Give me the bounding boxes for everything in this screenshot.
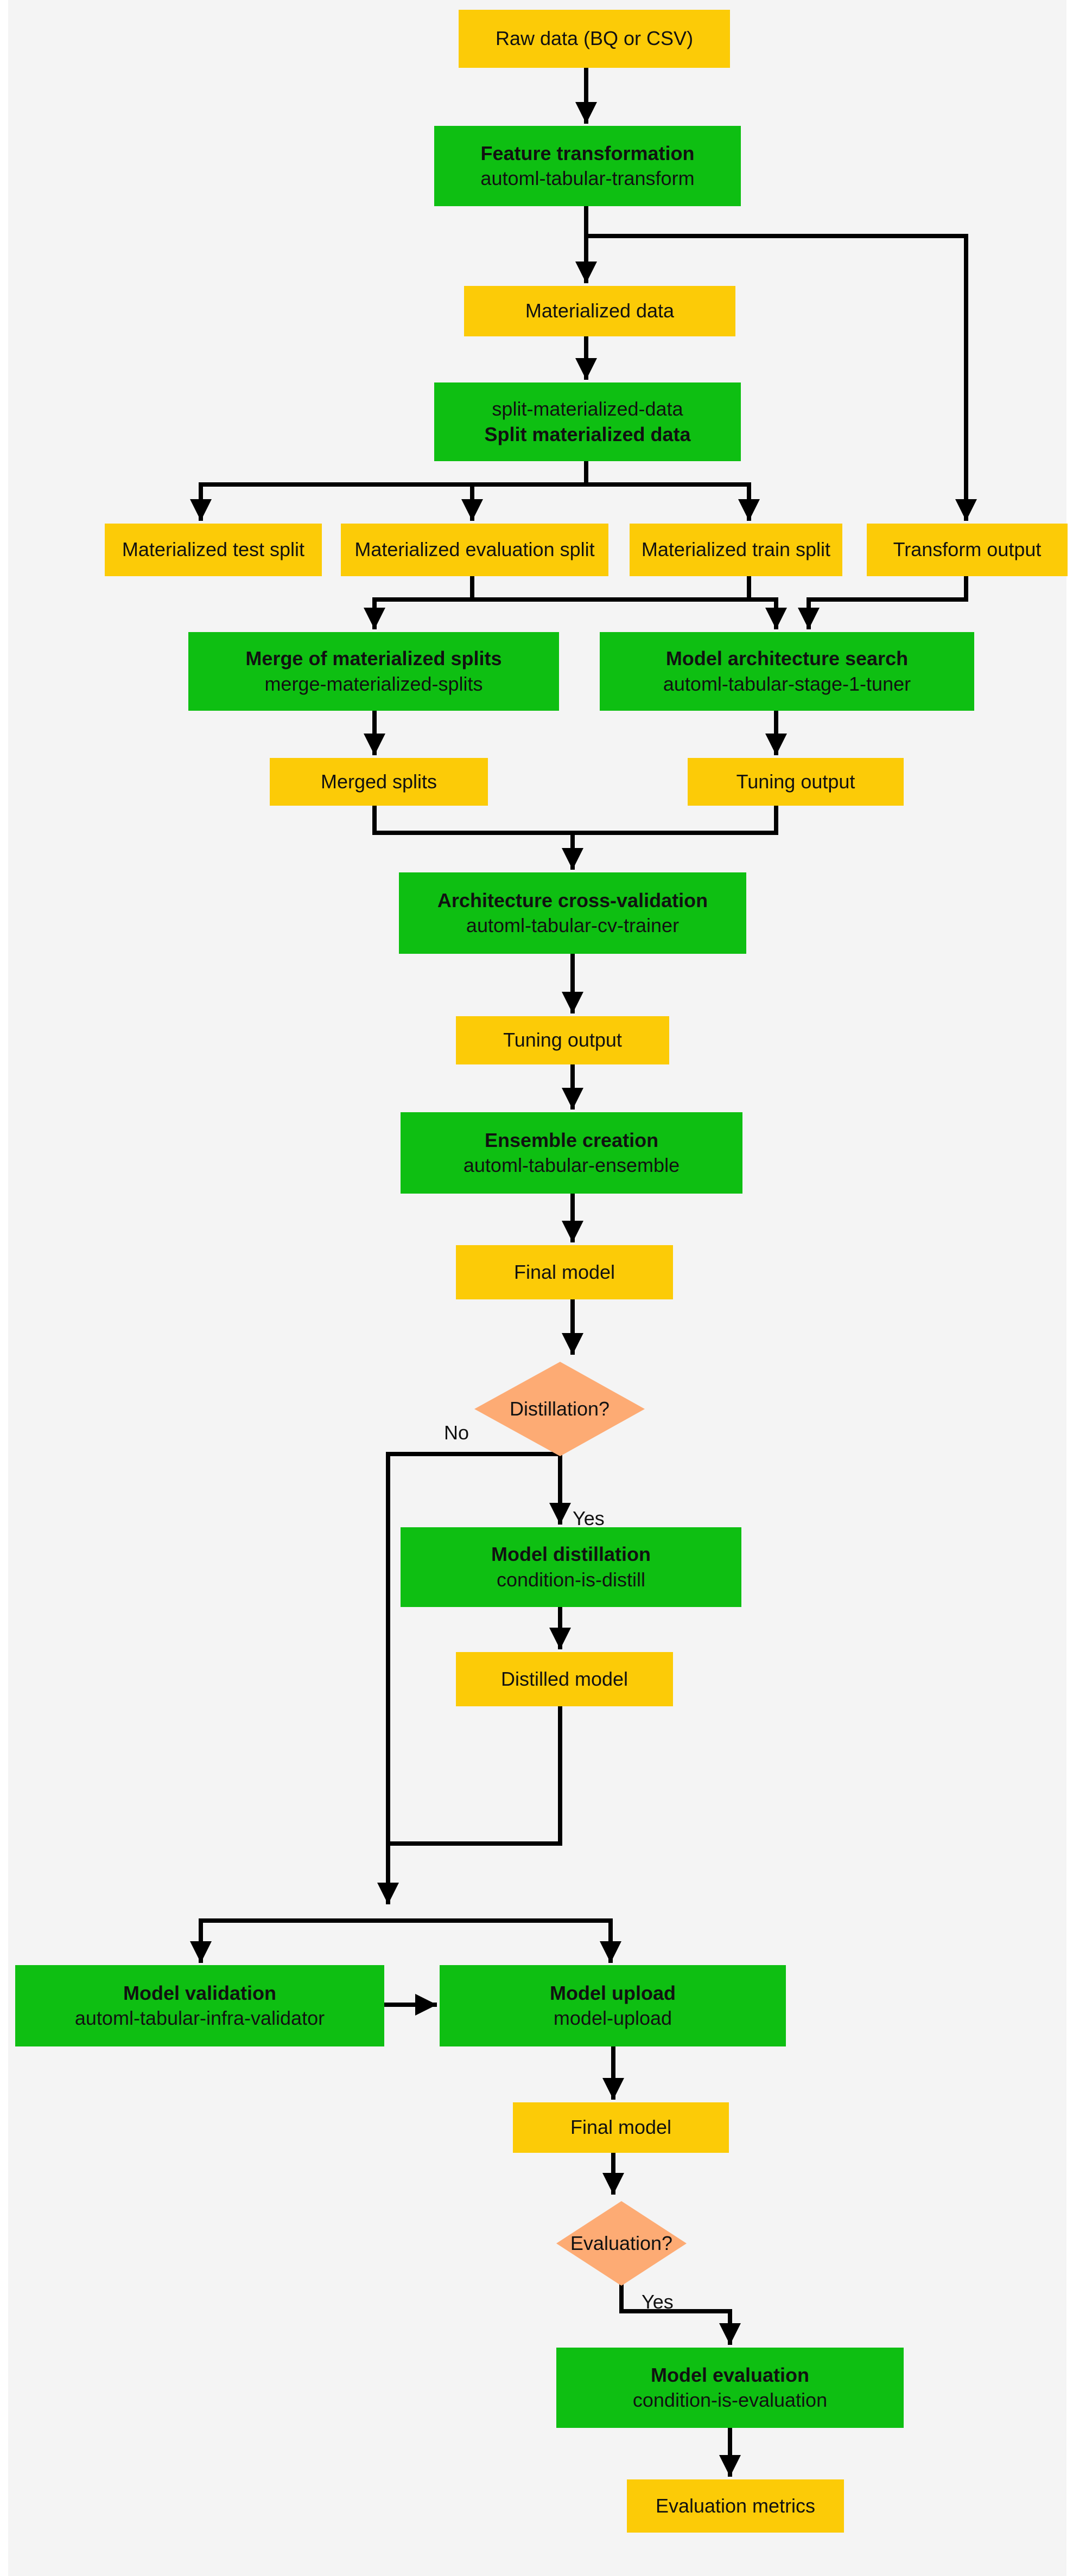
final-model-box-1: Final model — [456, 1245, 673, 1299]
no-branch-label: No — [444, 1421, 469, 1444]
merge-splits-title: Merge of materialized splits — [245, 647, 502, 670]
tuning-output-label-2: Tuning output — [503, 1029, 622, 1051]
edge-distillation-no — [377, 1452, 560, 1904]
test-split-label: Materialized test split — [122, 538, 305, 561]
edge-split-to-train — [586, 482, 760, 521]
distillation-decision-text: Distillation? — [474, 1394, 645, 1424]
edge-eval-to-arch — [472, 597, 787, 629]
transform-output-box: Transform output — [867, 524, 1068, 576]
model-evaluation-component: condition-is-evaluation — [632, 2389, 828, 2411]
tuning-output-box-2: Tuning output — [456, 1016, 669, 1064]
model-validation-component: automl-tabular-infra-validator — [74, 2007, 325, 2029]
model-upload-title: Model upload — [550, 1981, 676, 2004]
split-materialized-title: Split materialized data — [484, 423, 691, 445]
final-model-box-2: Final model — [513, 2102, 729, 2153]
edge-transform-to-arch — [798, 576, 968, 629]
split-materialized-box: split-materialized-data Split materializ… — [434, 382, 741, 461]
feature-transformation-title: Feature transformation — [480, 142, 695, 164]
model-distillation-title: Model distillation — [491, 1543, 651, 1566]
cross-validation-title: Architecture cross-validation — [437, 889, 708, 911]
model-upload-box: Model upload model-upload — [440, 1965, 786, 2046]
arch-search-title: Model architecture search — [665, 647, 909, 670]
distillation-decision-label: Distillation? — [509, 1398, 610, 1420]
feature-transformation-box: Feature transformation automl-tabular-tr… — [434, 126, 741, 206]
transform-output-label: Transform output — [893, 538, 1042, 561]
split-materialized-component: split-materialized-data — [492, 398, 683, 420]
arch-search-component: automl-tabular-stage-1-tuner — [663, 672, 911, 695]
edge-eval-to-merge — [364, 576, 474, 629]
evaluation-metrics-box: Evaluation metrics — [627, 2479, 844, 2533]
train-split-label: Materialized train split — [641, 538, 831, 561]
evaluation-diamond — [556, 2201, 687, 2286]
edge-split-to-test — [190, 461, 588, 521]
materialized-data-label: Materialized data — [525, 299, 675, 322]
raw-data-box: Raw data (BQ or CSV) — [459, 10, 730, 68]
final-model-label-2: Final model — [570, 2116, 672, 2139]
yes-branch-label-2: Yes — [642, 2291, 674, 2313]
train-split-box: Materialized train split — [630, 524, 842, 576]
cross-validation-component: automl-tabular-cv-trainer — [466, 914, 680, 936]
model-distillation-box: Model distillation condition-is-distill — [401, 1527, 741, 1607]
arch-search-box: Model architecture search automl-tabular… — [600, 632, 974, 711]
model-validation-title: Model validation — [123, 1981, 277, 2004]
feature-transformation-component: automl-tabular-transform — [480, 167, 695, 189]
yes-branch-label-1: Yes — [573, 1507, 605, 1529]
edge-merged-to-cv — [372, 806, 778, 835]
ensemble-box: Ensemble creation automl-tabular-ensembl… — [401, 1112, 742, 1194]
model-upload-component: model-upload — [553, 2007, 672, 2029]
model-evaluation-box: Model evaluation condition-is-evaluation — [556, 2348, 904, 2428]
edge-distilled-to-join — [388, 1706, 562, 1846]
eval-split-box: Materialized evaluation split — [341, 524, 608, 576]
tuning-output-label-1: Tuning output — [736, 770, 855, 793]
distillation-diamond — [474, 1362, 645, 1456]
ensemble-title: Ensemble creation — [484, 1128, 659, 1151]
distilled-model-label: Distilled model — [500, 1667, 628, 1690]
raw-data-label: Raw data (BQ or CSV) — [495, 27, 694, 50]
merge-splits-box: Merge of materialized splits merge-mater… — [188, 632, 559, 711]
merged-splits-label: Merged splits — [320, 770, 437, 793]
evaluation-metrics-label: Evaluation metrics — [655, 2494, 816, 2517]
edge-join-to-validation — [190, 1918, 388, 1963]
distilled-model-box: Distilled model — [456, 1652, 673, 1706]
edge-feature-to-transform-output — [586, 234, 977, 521]
merge-splits-component: merge-materialized-splits — [264, 672, 483, 695]
model-distillation-component: condition-is-distill — [496, 1568, 646, 1591]
edge-evaluation-yes — [619, 2276, 741, 2345]
final-model-label-1: Final model — [513, 1260, 615, 1283]
evaluation-decision-text: Evaluation? — [556, 2230, 687, 2257]
test-split-box: Materialized test split — [105, 524, 322, 576]
cross-validation-box: Architecture cross-validation automl-tab… — [399, 872, 746, 954]
eval-split-label: Materialized evaluation split — [354, 538, 595, 561]
materialized-data-box: Materialized data — [464, 286, 735, 336]
edge-join-to-upload — [388, 1918, 621, 1963]
model-evaluation-title: Model evaluation — [650, 2363, 810, 2386]
tuning-output-box-1: Tuning output — [688, 758, 904, 806]
model-validation-box: Model validation automl-tabular-infra-va… — [15, 1965, 384, 2046]
evaluation-decision-label: Evaluation? — [570, 2232, 673, 2254]
merged-splits-box: Merged splits — [270, 758, 488, 806]
ensemble-component: automl-tabular-ensemble — [463, 1154, 680, 1176]
